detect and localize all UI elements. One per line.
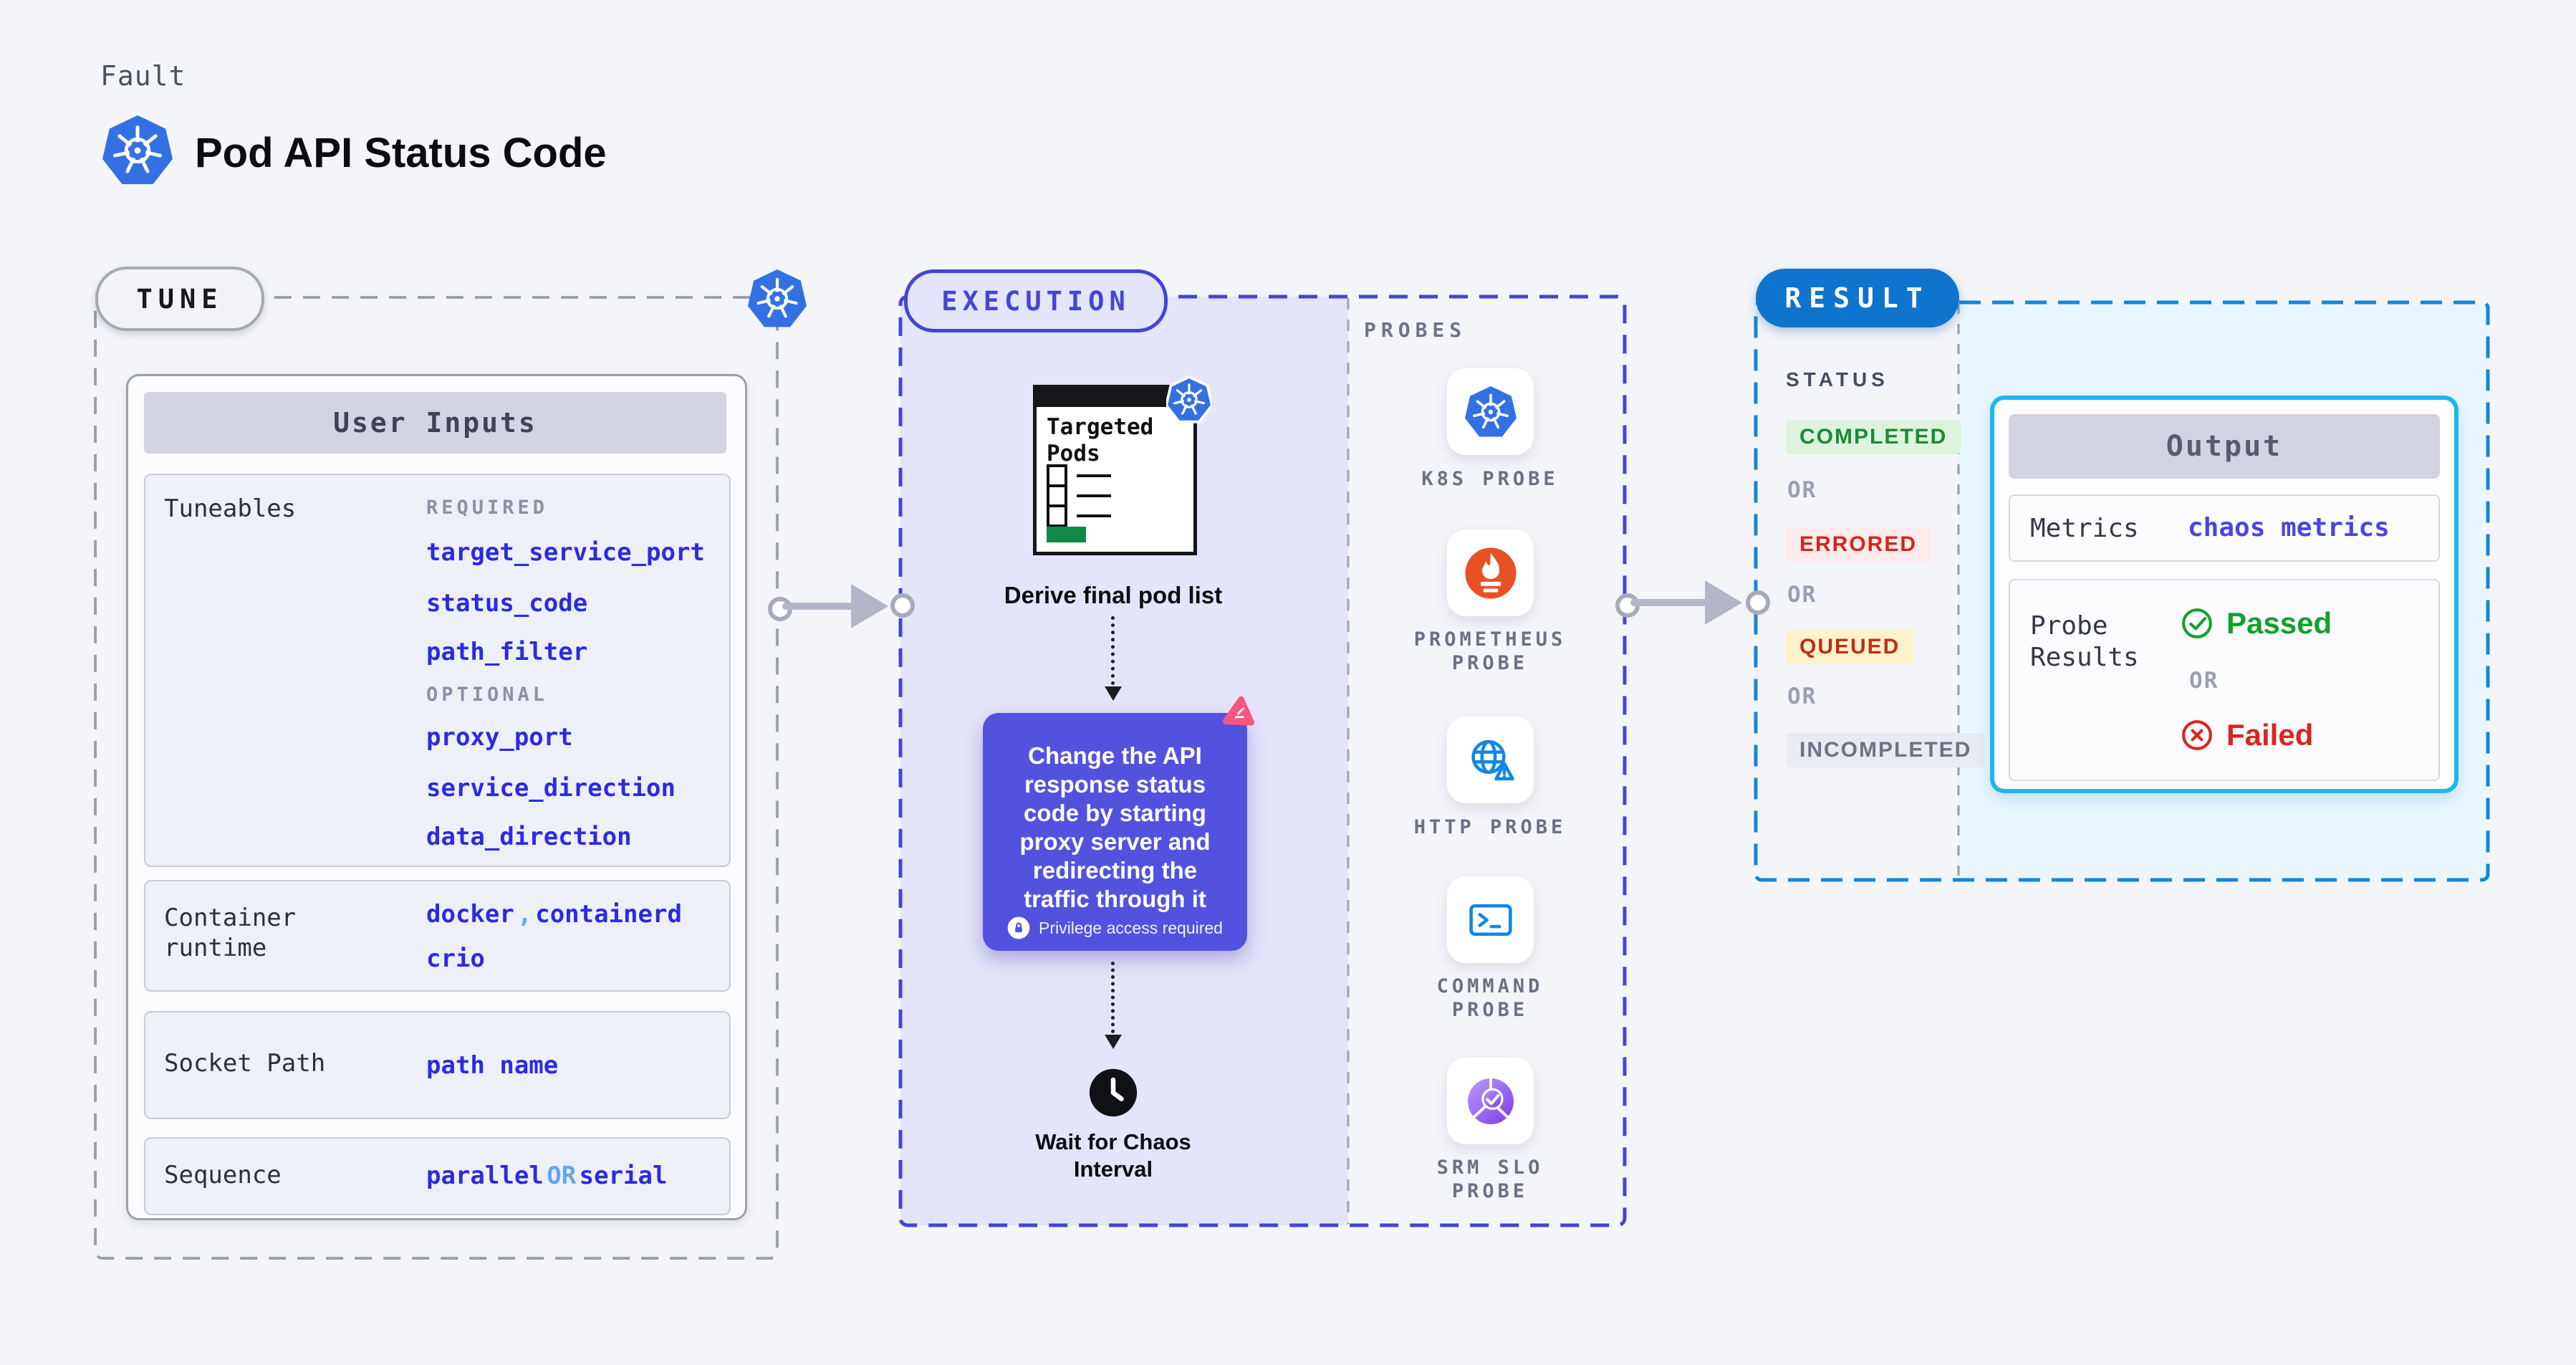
field-status-code: status_code	[426, 589, 588, 618]
sequence-serial: serial	[579, 1162, 668, 1190]
probe-card-http	[1447, 717, 1534, 803]
status-badge-completed: COMPLETED	[1786, 420, 1961, 454]
socket-path-label: Socket Path	[164, 1049, 326, 1078]
tuneables-label: Tuneables	[164, 494, 297, 523]
arrow-down-icon	[1105, 1035, 1122, 1049]
pod-list-item	[1047, 504, 1111, 527]
or-separator: OR	[1787, 684, 1817, 709]
field-data-direction: data_direction	[426, 823, 632, 851]
derive-pod-list-label: Derive final pod list	[1004, 582, 1223, 608]
prometheus-icon	[1464, 547, 1517, 599]
probe-label: PROMETHEUS PROBE	[1413, 628, 1567, 674]
optional-label: OPTIONAL	[426, 684, 549, 706]
or-separator: OR	[2189, 668, 2219, 694]
output-card: Output Metrics chaos metrics Probe Resul…	[1990, 396, 2459, 793]
flow-connector	[1111, 962, 1115, 1033]
lock-icon	[1007, 916, 1031, 939]
http-globe-warning-icon	[1464, 733, 1518, 787]
runtime-crio: crio	[426, 944, 485, 973]
probe-label: COMMAND PROBE	[1436, 975, 1544, 1021]
kubernetes-icon	[1464, 384, 1517, 438]
failed-label: Failed	[2226, 718, 2314, 752]
or-separator: OR	[1787, 477, 1817, 503]
flow-connector	[1111, 616, 1115, 685]
probe-card-srm-slo	[1447, 1058, 1534, 1144]
clock-icon	[1087, 1067, 1139, 1119]
metrics-label: Metrics	[2030, 514, 2139, 543]
chaos-icon	[1221, 693, 1259, 729]
fault-action-text: Change the API response status code by s…	[1019, 742, 1211, 912]
terminal-icon	[1464, 893, 1518, 947]
probe-label: SRM SLO PROBE	[1436, 1156, 1544, 1202]
passed-label: Passed	[2226, 606, 2332, 640]
kubernetes-logo-icon	[102, 113, 173, 188]
probe-card-k8s	[1447, 368, 1534, 455]
probe-results-row: Probe Results Passed OR Failed	[2009, 579, 2440, 781]
field-service-direction: service_direction	[426, 774, 676, 803]
socket-path-panel: Socket Path path name	[144, 1011, 731, 1119]
slo-pie-check-icon	[1466, 1076, 1515, 1126]
fault-action-box: Change the API response status code by s…	[983, 713, 1247, 951]
or-separator: OR	[1787, 582, 1817, 608]
probe-card-prometheus	[1447, 530, 1534, 616]
fault-kicker: Fault	[100, 60, 186, 92]
arrow-down-icon	[1105, 686, 1122, 701]
wait-chaos-interval-label: Wait for Chaos Interval	[1035, 1129, 1191, 1182]
field-target-service-port: target_service_port	[426, 538, 705, 567]
probe-results-label: Probe Results	[2030, 611, 2139, 672]
required-label: REQUIRED	[426, 497, 549, 519]
runtime-comma: ,	[517, 900, 532, 929]
tune-pill: TUNE	[95, 267, 264, 331]
container-runtime-label: Container runtime	[164, 904, 297, 962]
page-title: Pod API Status Code	[195, 130, 607, 176]
sequence-label: Sequence	[164, 1161, 282, 1189]
sequence-panel: Sequence parallel OR serial	[144, 1137, 731, 1215]
status-badge-errored: ERRORED	[1786, 527, 1931, 562]
user-inputs-title: User Inputs	[144, 392, 726, 454]
tuneables-panel: Tuneables REQUIRED target_service_port s…	[144, 474, 731, 867]
status-badge-incompleted: INCOMPLETED	[1786, 733, 1986, 767]
status-label: STATUS	[1786, 368, 1889, 391]
sequence-parallel: parallel	[426, 1162, 544, 1190]
socket-path-value: path name	[426, 1051, 559, 1080]
probes-title: PROBES	[1364, 318, 1467, 342]
runtime-containerd: containerd	[535, 900, 682, 929]
probe-label: K8S PROBE	[1421, 468, 1559, 490]
field-path-filter: path_filter	[426, 638, 588, 666]
metrics-value: chaos metrics	[2188, 513, 2390, 542]
privilege-note-text: Privilege access required	[1039, 918, 1223, 937]
sequence-or: OR	[547, 1162, 577, 1190]
container-runtime-panel: Container runtime docker , containerd cr…	[144, 880, 731, 992]
output-title: Output	[2009, 414, 2440, 479]
result-pill: RESULT	[1756, 269, 1959, 327]
status-badge-queued: QUEUED	[1786, 630, 1914, 664]
probe-label: HTTP PROBE	[1413, 816, 1567, 838]
user-inputs-card: User Inputs Tuneables REQUIRED target_se…	[126, 374, 747, 1220]
privilege-note: Privilege access required	[983, 916, 1247, 939]
execution-pill: EXECUTION	[904, 269, 1168, 332]
pod-list-action-bar	[1047, 527, 1086, 542]
kubernetes-badge-icon	[1166, 375, 1212, 424]
failed-x-icon	[2181, 719, 2214, 752]
probe-card-command	[1447, 876, 1534, 963]
runtime-docker: docker	[426, 900, 514, 929]
field-proxy-port: proxy_port	[426, 723, 573, 752]
passed-check-icon	[2181, 607, 2214, 640]
kubernetes-icon	[748, 268, 807, 330]
metrics-row: Metrics chaos metrics	[2009, 494, 2440, 562]
